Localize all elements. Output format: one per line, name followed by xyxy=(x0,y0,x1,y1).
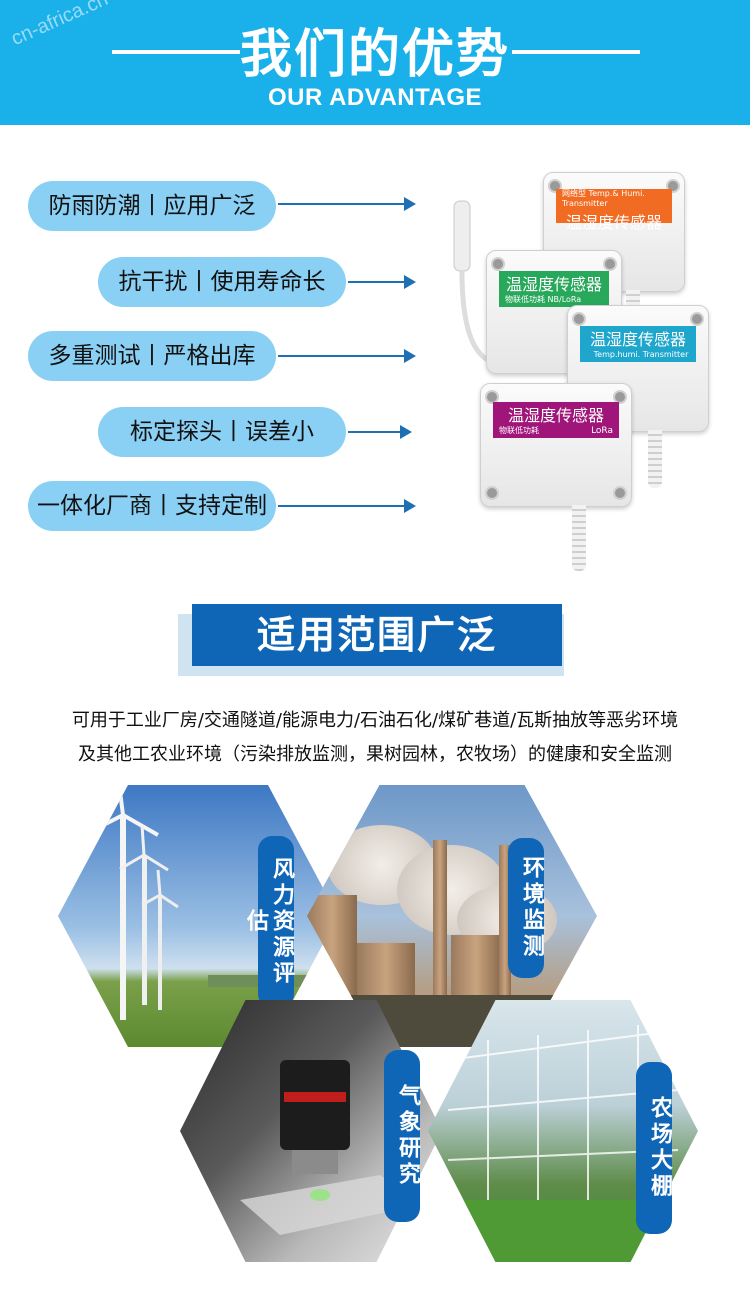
arrow-4 xyxy=(348,425,412,439)
description-line-2: 及其他工农业环境（污染排放监测，果树园林，农牧场）的健康和安全监测 xyxy=(78,744,672,765)
label-meteorology: 气象研究 xyxy=(384,1050,420,1222)
page-subtitle: OUR ADVANTAGE xyxy=(267,84,483,111)
page-title: 我们的优势 xyxy=(239,25,510,85)
sensor-box-purple: 温湿度传感器 物联低功耗 LoRa xyxy=(480,383,632,507)
arrow-5 xyxy=(278,499,416,513)
section-title: 适用范围广泛 xyxy=(192,604,562,666)
label-environment: 环境监测 xyxy=(508,838,544,978)
advantage-item-3: 多重测试丨严格出库 xyxy=(28,331,276,381)
arrow-2 xyxy=(348,275,416,289)
advantage-item-5: 一体化厂商丨支持定制 xyxy=(28,481,276,531)
arrow-3 xyxy=(278,349,416,363)
description-line-1: 可用于工业厂房/交通隧道/能源电力/石油石化/煤矿巷道/瓦斯抽放等恶劣环境 xyxy=(71,710,679,731)
label-wind: 风力资源评估 xyxy=(243,836,294,1008)
arrow-1 xyxy=(278,197,416,211)
label-farm-greenhouse: 农场大棚 xyxy=(636,1062,672,1234)
advantage-item-1: 防雨防潮丨应用广泛 xyxy=(28,181,276,231)
advantage-item-2: 抗干扰丨使用寿命长 xyxy=(98,257,346,307)
microscope-icon xyxy=(240,1060,420,1235)
advantage-item-4: 标定探头丨误差小 xyxy=(98,407,346,457)
title-line-left xyxy=(112,50,240,54)
header-banner: cn-africa.cn 我们的优势 OUR ADVANTAGE xyxy=(0,0,750,125)
title-line-right xyxy=(512,50,640,54)
